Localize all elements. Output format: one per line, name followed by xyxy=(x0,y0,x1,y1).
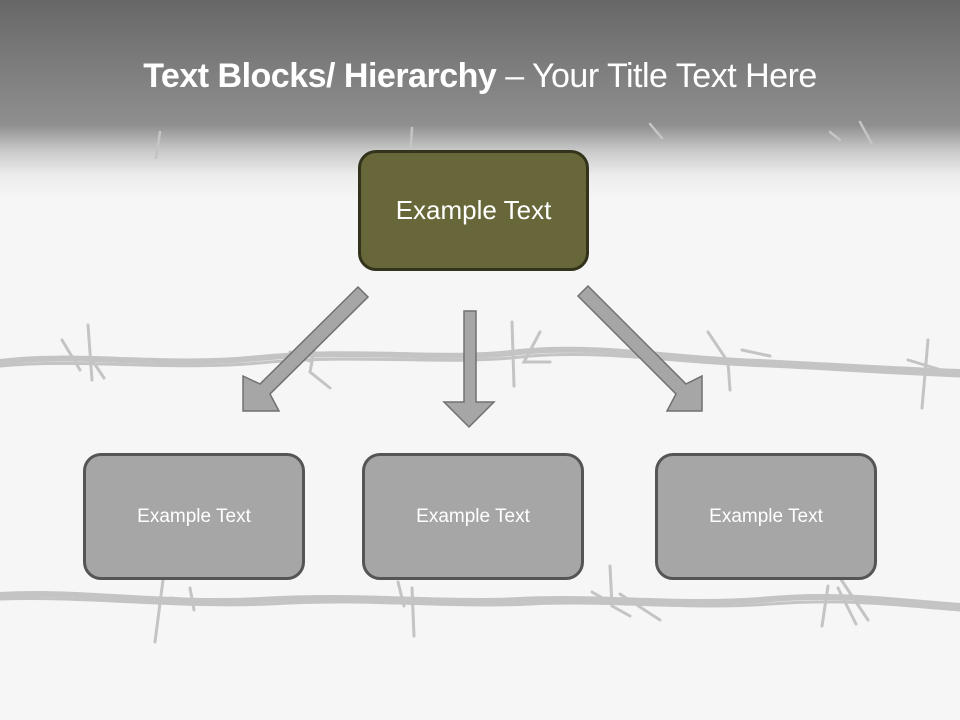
child-text-block-2[interactable]: Example Text xyxy=(362,453,584,580)
child-text-label-1: Example Text xyxy=(137,505,251,527)
child-text-block-1[interactable]: Example Text xyxy=(83,453,305,580)
slide-title: Text Blocks/ Hierarchy – Your Title Text… xyxy=(0,52,960,100)
root-text-label: Example Text xyxy=(395,195,552,225)
arrow-down-icon xyxy=(442,310,496,429)
child-text-label-2: Example Text xyxy=(416,505,530,527)
child-text-block-3[interactable]: Example Text xyxy=(655,453,877,580)
arrow-down-left-icon xyxy=(242,285,370,412)
title-bold-part: Text Blocks/ Hierarchy xyxy=(143,57,497,95)
child-text-label-3: Example Text xyxy=(709,505,823,527)
root-text-block[interactable]: Example Text xyxy=(358,150,589,271)
title-regular-part: Your Title Text Here xyxy=(531,57,817,95)
title-separator: – xyxy=(496,57,532,95)
arrow-down-right-icon xyxy=(576,284,703,412)
